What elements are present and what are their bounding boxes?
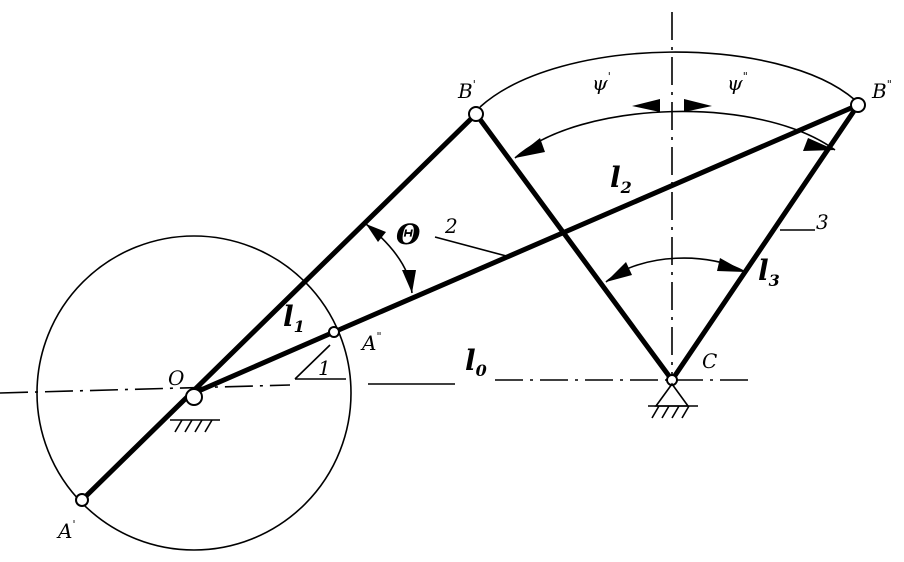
arrow-lower-right [717, 258, 745, 272]
label-b1: B' [457, 78, 476, 103]
label-a1: A' [56, 518, 75, 543]
link-rocker-b1 [473, 111, 675, 383]
label-n3: 3 [816, 210, 829, 234]
label-c: C [702, 349, 717, 373]
angle1-line-b [294, 344, 331, 380]
label-o: O [168, 366, 184, 390]
label-l1: l1 [283, 300, 305, 336]
label-n1: 1 [318, 356, 331, 380]
joint-b1 [468, 106, 484, 122]
arrow-psi-left [515, 138, 545, 158]
arrow-theta-bottom [402, 270, 416, 293]
link-rocker-b2 [669, 102, 861, 383]
joint-b2 [850, 97, 866, 113]
arrow-lower-left [606, 262, 632, 282]
arrow-psi-mid-left [632, 99, 660, 112]
link-l2 [331, 102, 861, 335]
label-psi1: ψ' [592, 70, 611, 95]
label-theta: Θ [396, 218, 421, 251]
crank-circle [36, 235, 352, 551]
psi-arc-upper [514, 110, 836, 159]
link-l1 [79, 111, 479, 503]
label-l0: l0 [465, 344, 487, 380]
support-o [170, 388, 220, 433]
arrow-psi-right [803, 138, 835, 151]
swing-arc-outer [479, 51, 856, 108]
center-line-left [0, 384, 291, 394]
label-b2: B" [871, 78, 892, 103]
label-n2: 2 [444, 214, 458, 238]
label-psi2: ψ" [727, 70, 748, 95]
link-crank-a2 [191, 329, 337, 396]
label-a2: A" [360, 330, 382, 355]
arrow-psi-mid-right [684, 99, 712, 112]
support-c [648, 374, 698, 419]
joint-a1 [75, 493, 89, 507]
leader-2 [434, 236, 511, 258]
label-l3: l3 [758, 254, 780, 290]
arrow-theta-top [366, 224, 386, 242]
joint-a2 [328, 326, 340, 338]
label-l2: l2 [610, 161, 632, 197]
